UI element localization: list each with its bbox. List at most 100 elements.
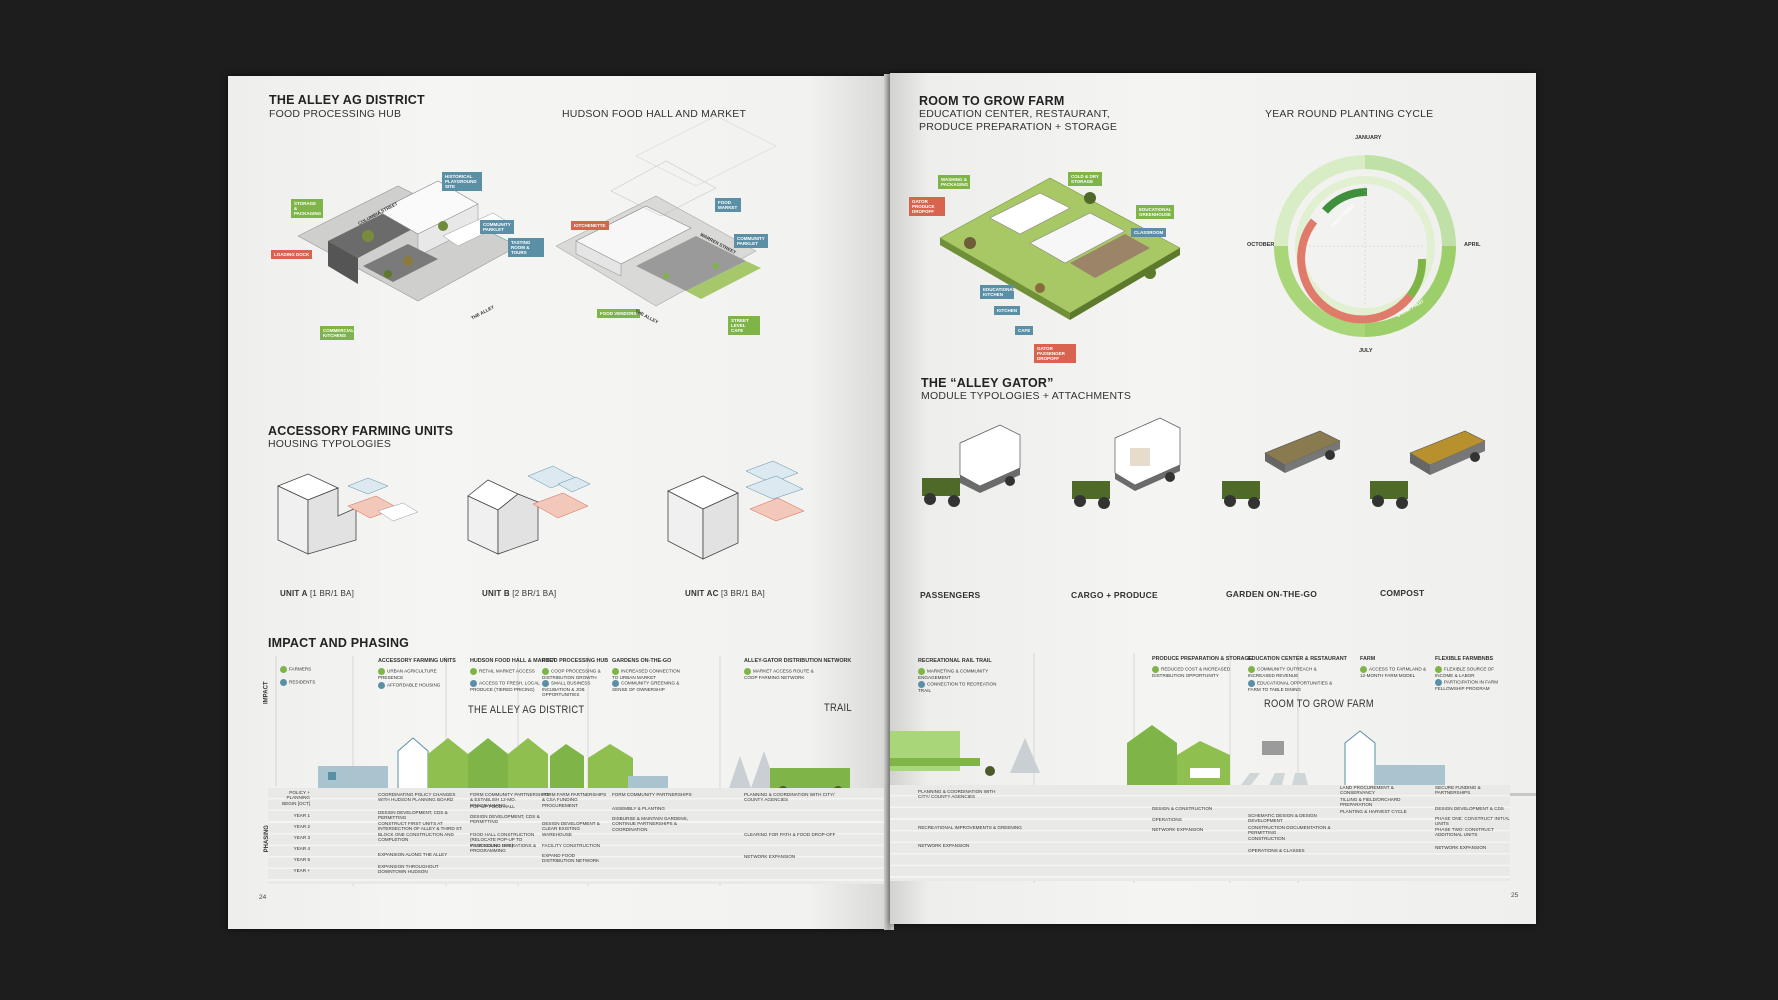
- col-head-rail-trail: RECREATIONAL RAIL TRAIL: [918, 658, 992, 664]
- gator-passengers-drawing: [922, 424, 1021, 507]
- row-year2: YEAR 2: [293, 824, 310, 829]
- phase-hudson-1: FORM COMMUNITY PARTNERSHIPS & ESTABLISH …: [470, 792, 550, 808]
- phase-rail-2: RECREATIONAL IMPROVEMENTS & GREENING: [918, 825, 1022, 830]
- month-april: APRIL: [1464, 242, 1481, 248]
- label-tasting-room: TASTING ROOM & TOURS: [508, 238, 544, 257]
- phase-farm-3: PLANTING & HARVEST CYCLE: [1340, 809, 1407, 814]
- phase-afu-3: CONSTRUCT FIRST UNITS AT INTERSECTION OF…: [378, 821, 463, 843]
- page-number-left: 24: [259, 894, 267, 901]
- col-hudson-item-1: RETAIL MARKET ACCESS: [470, 668, 540, 675]
- label-food-vendors: FOOD VENDORS: [597, 309, 640, 318]
- alley-district-title: THE ALLEY AG DISTRICT: [269, 93, 425, 107]
- month-january: JANUARY: [1355, 135, 1382, 141]
- phase-afu-1: COORDINATING POLICY CHANGES WITH HUDSON …: [378, 792, 456, 803]
- gator-compost-drawing: [1370, 430, 1486, 509]
- col-farmbnb-item-2: PARTICIPATION IN FARM FELLOWSHIP PROGRAM: [1435, 679, 1499, 691]
- gator-garden-label: GARDEN ON-THE-GO: [1226, 589, 1318, 599]
- label-historical-playground: HISTORICAL PLAYGROUND SITE: [442, 172, 482, 191]
- unit-b-drawing: [467, 465, 591, 555]
- label-street-level-cafe: STREET LEVEL CAFE: [728, 316, 760, 335]
- resident-icon: [1248, 680, 1255, 687]
- check-icon: [918, 668, 925, 675]
- label-storage-packaging: STORAGE & PACKAGING: [291, 199, 323, 218]
- resident-icon: [542, 680, 549, 687]
- col-gardens-item-2: COMMUNITY GREENING & SENSE OF OWNERSHIP: [612, 680, 680, 692]
- phase-produce-1: DESIGN & CONSTRUCTION: [1152, 806, 1213, 811]
- col-head-processing: FOOD PROCESSING HUB: [542, 658, 609, 664]
- gator-compost-label: COMPOST: [1380, 588, 1425, 598]
- col-head-produce-prep: PRODUCE PREPARATION & STORAGE: [1152, 656, 1253, 662]
- label-washing-packaging: WASHING & PACKAGING: [938, 175, 970, 189]
- resident-icon: [378, 682, 385, 689]
- phase-farm-2: TILLING & FIELD/ORCHARD PREPARATION: [1340, 797, 1401, 808]
- phase-hudson-2: POP-UP FOOD HALL: [470, 804, 515, 809]
- phase-bnb-3: PHASE ONE: CONSTRUCT INITIAL UNITS: [1435, 816, 1510, 827]
- label-cafe: CAFE: [1015, 326, 1034, 335]
- gator-passengers-label: PASSENGERS: [920, 590, 981, 600]
- hudson-food-hall-title: HUDSON FOOD HALL AND MARKET: [562, 108, 747, 120]
- col-head-afu: ACCESSORY FARMING UNITS: [378, 658, 456, 664]
- check-icon: [280, 666, 287, 673]
- alley-gator-title: THE “ALLEY GATOR”: [921, 376, 1054, 390]
- row-year5: YEAR 5: [293, 857, 310, 862]
- phase-hudson-4: FOOD HALL CONSTRUCTION (RELOCATE POP-UP …: [470, 832, 535, 848]
- check-icon: [378, 668, 385, 675]
- row-policy: POLICY + PLANNING: [286, 790, 311, 801]
- check-icon: [612, 668, 619, 675]
- col-processing-item-2: SMALL BUSINESS INCUBATION & JOB OPPORTUN…: [542, 680, 591, 698]
- phase-education-4: OPERATIONS & CLASSES: [1248, 848, 1305, 853]
- col-hudson-item-2: ACCESS TO FRESH, LOCAL PRODUCE (TIERED P…: [470, 680, 540, 692]
- phase-gator-3: NETWORK EXPANSION: [744, 854, 796, 859]
- resident-icon: [1435, 679, 1442, 686]
- phase-rail-3: NETWORK EXPANSION: [918, 843, 970, 848]
- month-july: JULY: [1359, 348, 1373, 354]
- col-education-item-2: EDUCATIONAL OPPORTUNITIES & FARM TO TABL…: [1248, 680, 1333, 692]
- phase-processing-2: DESIGN DEVELOPMENT & CLEAR EXISTING WARE…: [542, 821, 600, 837]
- legend-residents: RESIDENTS: [280, 679, 315, 686]
- farm-title: ROOM TO GROW FARM: [919, 94, 1065, 108]
- row-year-plus: YEAR +: [293, 868, 310, 873]
- col-produce-item-1: REDUCED COST & INCREASED DISTRIBUTION OP…: [1152, 666, 1231, 678]
- phase-bnb-5: NETWORK EXPANSION: [1435, 845, 1487, 850]
- right-page: ROOM TO GROW FARM EDUCATION CENTER, REST…: [890, 73, 1536, 924]
- check-icon: [1248, 666, 1255, 673]
- left-page: THE ALLEY AG DISTRICT FOOD PROCESSING HU…: [228, 76, 888, 929]
- resident-icon: [612, 680, 619, 687]
- phase-gator-2: CLEARING FOR PATH & FOOD DROP-OFF: [744, 832, 836, 837]
- planting-cycle-wheel: [1274, 155, 1456, 337]
- resident-icon: [918, 681, 925, 688]
- farm-subtitle-1: EDUCATION CENTER, RESTAURANT,: [919, 108, 1110, 120]
- row-year1: YEAR 1: [293, 813, 310, 818]
- phase-education-3: CONSTRUCTION: [1248, 836, 1286, 841]
- row-year3: YEAR 3: [293, 835, 310, 840]
- phase-bnb-2: DESIGN DEVELOPMENT & CDs: [1435, 806, 1504, 811]
- phase-gardens-3: DISBURSE & MAINTAIN GARDENS, CONTINUE PA…: [612, 816, 688, 832]
- gutter: [884, 74, 894, 930]
- phase-produce-3: NETWORK EXPANSION: [1152, 827, 1204, 832]
- gator-cargo-drawing: [1072, 417, 1181, 509]
- farm-drawing: [939, 177, 1181, 320]
- col-head-gator: ALLEY-GATOR DISTRIBUTION NETWORK: [744, 658, 852, 664]
- phase-processing-1: FORM FARM PARTNERSHIPS & CSA FUNDING PRO…: [542, 792, 607, 808]
- unit-ac-drawing: [667, 460, 805, 560]
- label-cold-dry-storage: COLD & DRY STORAGE: [1068, 172, 1102, 186]
- right-phasing-grid: [890, 785, 1510, 881]
- col-education-item-1: COMMUNITY OUTREACH & INCREASED REVENUE: [1248, 666, 1317, 678]
- label-hudson-community-parklet: COMMUNITY PARKLET: [734, 234, 768, 248]
- label-food-market: FOOD MARKET: [715, 198, 741, 212]
- phase-hudson-3: DESIGN DEVELOPMENT, CDs & PERMITTING: [470, 814, 540, 825]
- big-label-alley-district: THE ALLEY AG DISTRICT: [468, 704, 585, 716]
- phase-afu-2: DESIGN DEVELOPMENT, CDs & PERMITTING: [378, 810, 448, 821]
- alley-district-subtitle: FOOD PROCESSING HUB: [269, 108, 402, 120]
- left-phasing-grid: [268, 788, 888, 884]
- phase-afu-5: EXPANSION THROUGHOUT DOWNTOWN HUDSON: [378, 864, 439, 875]
- label-educational-greenhouse: EDUCATIONAL GREENHOUSE: [1136, 205, 1174, 219]
- label-loading-dock: LOADING DOCK: [271, 250, 313, 259]
- col-rail-item-2: CONNECTION TO RECREATION TRAIL: [918, 681, 997, 693]
- month-october: OCTOBER: [1247, 242, 1275, 248]
- col-farm-item-1: ACCESS TO FARMLAND & 12-MONTH FARM MODEL: [1360, 666, 1427, 678]
- phase-bnb-1: SECURE FUNDING & PARTNERSHIPS: [1435, 785, 1481, 796]
- unit-a-label: UNIT A [1 BR/1 BA]: [280, 589, 354, 598]
- phase-farm-1: LAND PROCUREMENT & CONSERVANCY: [1340, 785, 1394, 796]
